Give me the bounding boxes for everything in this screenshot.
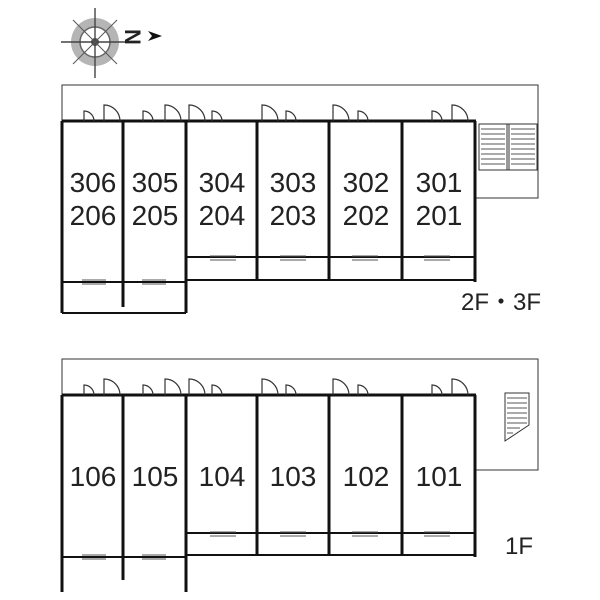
unit-302-label: 302 [343,167,390,198]
upper-unit-labels: 306 206 305 205 304 204 303 203 302 202 … [70,167,463,231]
lower-unit-labels: 106 105 104 103 102 101 [70,461,463,492]
unit-305-label: 305 [132,167,179,198]
compass-north-label: N [120,29,145,45]
lower-doors [83,378,469,396]
upper-doors [83,104,469,122]
unit-106-label: 106 [70,461,117,492]
unit-303-label: 303 [270,167,317,198]
unit-102-label: 102 [343,461,390,492]
unit-105-label: 105 [132,461,179,492]
unit-205-label: 205 [132,200,179,231]
lower-unit-walls [60,393,477,592]
unit-201-label: 201 [416,200,463,231]
north-arrow-icon [148,31,162,41]
unit-301-label: 301 [416,167,463,198]
compass-rose-icon [61,8,129,78]
upper-corridor-outline [61,84,539,199]
unit-203-label: 203 [270,200,317,231]
unit-103-label: 103 [270,461,317,492]
unit-202-label: 202 [343,200,390,231]
lower-windows [82,531,450,560]
compass: N [61,8,162,78]
unit-101-label: 101 [416,461,463,492]
upper-unit-walls [60,119,477,314]
unit-204-label: 204 [199,200,246,231]
unit-304-label: 304 [199,167,246,198]
lower-corridor-outline [61,358,539,471]
upper-stairs-icon [478,123,538,171]
lower-floor-label: 1F [505,533,533,560]
upper-floor-label: 2F・3F [461,289,541,316]
unit-104-label: 104 [199,461,246,492]
upper-windows [82,255,450,285]
unit-306-label: 306 [70,167,117,198]
unit-206-label: 206 [70,200,117,231]
lower-floor-plan: 106 105 104 103 102 101 1F [60,358,539,592]
lower-stairs-icon [504,392,530,442]
upper-floor-plan: 306 206 305 205 304 204 303 203 302 202 … [60,84,541,316]
